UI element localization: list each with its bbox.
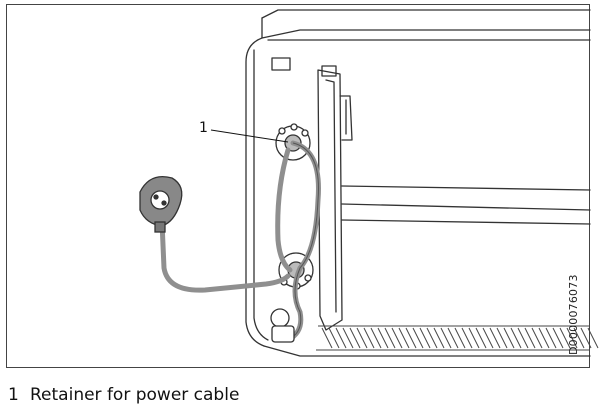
grille-slat xyxy=(412,327,424,349)
grille-slat xyxy=(342,327,354,349)
housing-top-inner xyxy=(261,17,591,39)
grille-slat xyxy=(363,327,375,349)
grille-slat xyxy=(573,327,585,349)
grille-slat xyxy=(349,327,361,349)
grille-slat xyxy=(489,327,501,349)
grille-slat xyxy=(510,327,522,349)
grille-slat xyxy=(356,327,368,349)
grille-slat xyxy=(517,327,529,349)
grille-slat xyxy=(461,327,473,349)
grille-slat xyxy=(377,327,389,349)
grille-slat xyxy=(370,327,382,349)
top-bracket xyxy=(271,57,291,71)
grille-slat xyxy=(454,327,466,349)
grille-slat xyxy=(552,327,564,349)
legend: 1 Retainer for power cable xyxy=(8,385,239,405)
document-id: D0000076073 xyxy=(567,274,580,355)
power-cable xyxy=(159,140,321,343)
grille-slat xyxy=(524,327,536,349)
mounting-rail-inner xyxy=(325,79,337,313)
grille-slat xyxy=(566,327,578,349)
grille-slat xyxy=(503,327,515,349)
cross-brace-lower xyxy=(341,203,591,211)
grille-slat xyxy=(580,327,592,349)
housing-inner-left xyxy=(253,49,269,341)
grille-slat xyxy=(587,327,599,349)
grille-slat xyxy=(398,327,410,349)
top-bracket-2 xyxy=(321,65,337,77)
grille-slat xyxy=(468,327,480,349)
grille-slat xyxy=(391,327,403,349)
bottom-cable-clamp xyxy=(270,308,295,343)
heater-grille xyxy=(316,325,599,351)
housing-bottom xyxy=(263,345,591,357)
callout-leader xyxy=(210,129,289,143)
grille-slat xyxy=(482,327,494,349)
grille-slat xyxy=(328,327,340,349)
housing-left-edge xyxy=(245,37,265,347)
grille-slat xyxy=(440,327,452,349)
housing-top-edge xyxy=(261,9,591,19)
grille-slat xyxy=(531,327,543,349)
power-plug-icon xyxy=(139,175,183,233)
grille-slat xyxy=(496,327,508,349)
grille-slat xyxy=(335,327,347,349)
power-cable-outline xyxy=(287,142,319,341)
grille-slat xyxy=(545,327,557,349)
grille-slat xyxy=(433,327,445,349)
callout-number: 1 xyxy=(199,120,208,136)
grille-slat xyxy=(321,327,333,349)
grille-slat xyxy=(419,327,431,349)
grille-slat xyxy=(538,327,550,349)
grille-slat xyxy=(384,327,396,349)
grille-slat xyxy=(559,327,571,349)
grille-slat xyxy=(405,327,417,349)
right-hanger xyxy=(339,95,353,141)
grille-slat xyxy=(475,327,487,349)
mounting-rail xyxy=(317,69,343,331)
cross-brace-top xyxy=(341,185,591,191)
legend-item-number: 1 xyxy=(8,385,19,405)
legend-item-text: Retainer for power cable xyxy=(30,385,240,405)
cross-brace-bottom xyxy=(341,219,591,225)
grille-slat xyxy=(447,327,459,349)
grille-slat xyxy=(426,327,438,349)
